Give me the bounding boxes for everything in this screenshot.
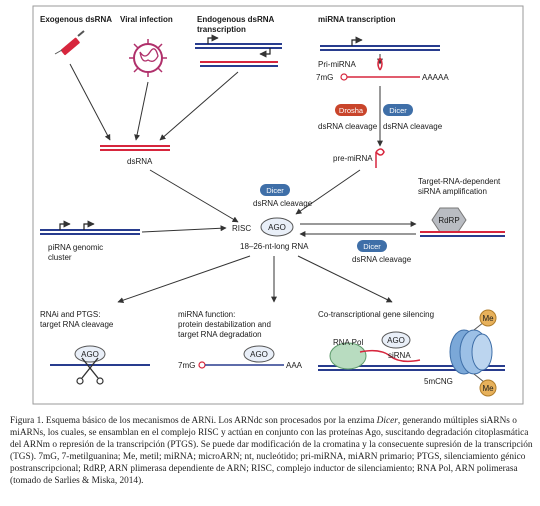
pri-polya-label: AAAAA [422,73,449,82]
mirna-polya-label: AAA [286,361,303,370]
dicer-lower-cleavage: dsRNA cleavage [352,255,412,264]
ago-cotx-label: AGO [387,336,405,345]
virus-icon [129,39,167,77]
dicer-pill-risc [260,184,290,196]
drosha-pill [335,104,367,116]
viral-label: Viral infection [120,15,173,24]
pre-mirna-label: pre-miRNA [333,154,373,163]
panel-border [32,5,524,405]
dicer-risc-label: Dicer [266,186,284,195]
figure-caption: Figura 1. Esquema básico de los mecanism… [10,416,534,487]
mirna-cap-label: 7mG [178,361,195,370]
endogenous-label-1: Endogenous dsRNA [197,15,275,24]
arrow-to-cotx [297,255,393,303]
length-label: 18–26-nt-long RNA [240,242,309,251]
dicer-lower-label: Dicer [363,242,381,251]
arrow-endogenous [159,71,239,141]
cap-icon [340,73,348,81]
pre-mirna-hairpin [375,148,385,168]
pri-cap-label: 7mG [316,73,333,82]
rnai-title-2: target RNA cleavage [40,320,114,329]
target-label-1: Target-RNA-dependent [418,177,501,186]
dicer-risc-cleavage: dsRNA cleavage [253,199,313,208]
me-top-label: Me [482,314,494,323]
ago-risc-label: AGO [268,223,286,232]
pirna-label-2: cluster [48,253,72,262]
ago-rnai-label: AGO [81,350,99,359]
mirna-title-2: protein destabilization and [178,320,271,329]
caption-italic: Dicer [376,416,398,426]
endogenous-transcription-icon [195,34,282,67]
risc-label: RISC [232,224,251,233]
pri-mirna-hairpin [377,56,383,71]
mirna-transcription-label: miRNA transcription [318,15,396,24]
caption-part-1: Figura 1. Esquema básico de los mecanism… [10,416,377,426]
target-label-2: siRNA amplification [418,187,487,196]
ago-cotx [381,331,411,349]
rnai-diagram: Exogenous dsRNA Viral infection Endogeno… [32,5,524,405]
mirna-cap-icon [198,361,206,369]
drosha-label: Drosha [339,106,364,115]
syringe-icon [54,30,85,56]
scissors-icon [76,357,104,385]
pirna-label-1: piRNA genomic [48,243,103,252]
ago-risc [260,217,294,237]
methyl-label: 5mCNG [424,377,453,386]
rna-pol-label: RNA Pol [333,338,363,347]
endogenous-label-2: transcription [197,25,246,34]
rna-pol-icon [329,342,367,370]
pirna-cluster-icon [40,220,140,235]
nascent-rna [359,349,421,363]
me-bottom-label: Me [482,384,494,393]
arrow-viral [134,81,149,141]
pri-mirna-label: Pri-miRNA [318,60,356,69]
drosha-cleavage-label: dsRNA cleavage [318,122,378,131]
dicer-pill-mirna [383,104,413,116]
dicer-pill-lower [357,240,387,252]
dsrna-duplex [100,145,170,151]
sirna-label: siRNA [388,351,411,360]
me-top-icon [479,309,497,327]
dicer-mirna-label: Dicer [389,106,407,115]
cotx-title: Co-transcriptional gene silencing [318,310,434,319]
nucleosome-icon [449,329,493,375]
ago-mirna-label: AGO [250,350,268,359]
mirna-title-1: miRNA function: [178,310,235,319]
arrow-exogenous [69,63,111,141]
ago-mirna [243,345,275,363]
rdrp-label: RdRP [438,216,459,225]
me-stalk-bottom [473,373,485,383]
exogenous-label: Exogenous dsRNA [40,15,112,24]
me-bottom-icon [479,379,497,397]
caption-part-2: , generando múltiples siARNs o miARNs, l… [10,416,533,486]
rnai-title-1: RNAi and PTGS: [40,310,100,319]
arrow-pirna-to-risc [141,225,227,233]
dicer-cleavage-label: dsRNA cleavage [383,122,443,131]
dsrna-label: dsRNA [127,157,153,166]
arrow-dsrna-to-risc [149,169,239,223]
mirna-title-3: target RNA degradation [178,330,262,339]
arrow-pre-to-risc [295,169,361,215]
arrow-to-rnai [117,255,251,304]
mirna-gene-icon [320,36,440,51]
